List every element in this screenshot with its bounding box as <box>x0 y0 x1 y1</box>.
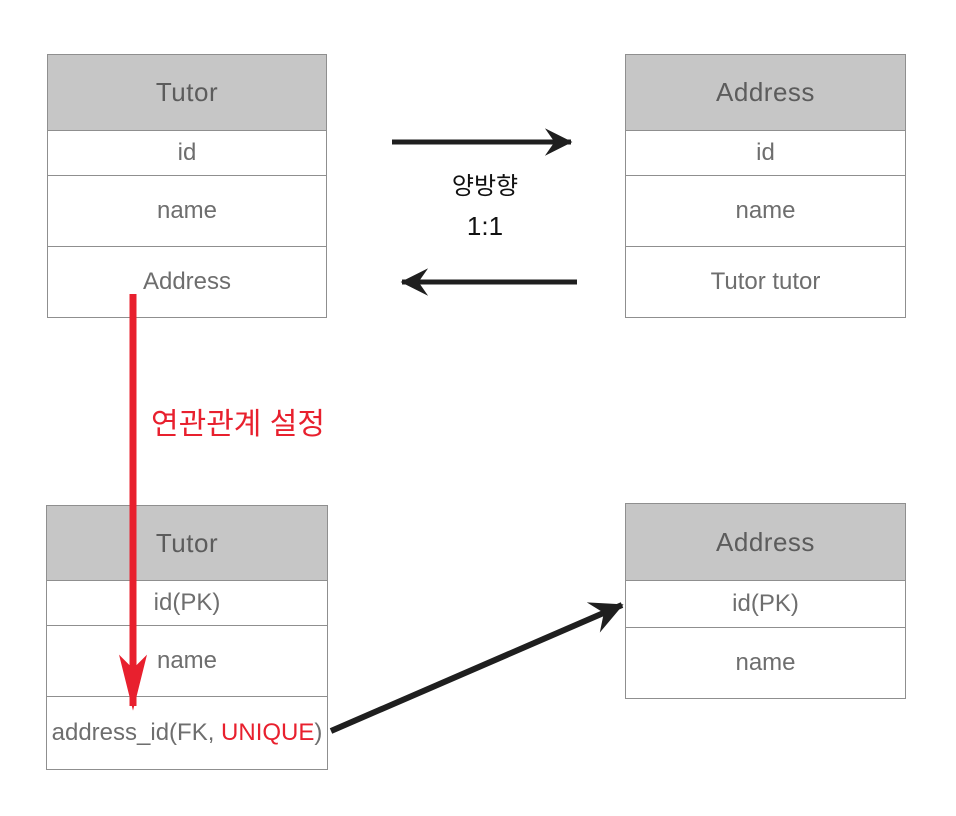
fk-suffix: ) <box>314 719 323 746</box>
entity-table-address-before: Address id name Tutor tutor <box>625 54 906 318</box>
table-row-id-pk: id(PK) <box>626 580 905 627</box>
column-label: name <box>735 197 796 224</box>
table-title-address-before: Address <box>626 55 905 130</box>
cardinality-label: 1:1 <box>466 211 504 241</box>
entity-table-address-after: Address id(PK) name <box>625 503 906 699</box>
entity-table-tutor-before: Tutor id name Address <box>47 54 327 318</box>
column-label: Address <box>142 268 232 295</box>
column-label: Tutor tutor <box>710 268 821 295</box>
column-label: name <box>735 649 796 676</box>
table-row-name: name <box>48 175 326 246</box>
table-row-id: id <box>48 130 326 175</box>
entity-table-tutor-after: Tutor id(PK) name address_id(FK, UNIQUE) <box>46 505 328 770</box>
table-title-address-after: Address <box>626 504 905 580</box>
table-title: Address <box>716 526 815 557</box>
column-label: id <box>756 139 775 166</box>
table-row-name: name <box>47 625 327 696</box>
column-label: id <box>177 139 197 166</box>
table-title-tutor-after: Tutor <box>47 506 327 580</box>
table-title: Tutor <box>155 527 219 558</box>
bidirectional-label: 양방향 <box>451 173 519 200</box>
table-title: Tutor <box>155 77 219 107</box>
table-title: Address <box>716 77 815 107</box>
column-label: name <box>156 197 218 224</box>
fk-column-label: address_id(FK, UNIQUE) <box>52 719 323 747</box>
column-label: id(PK) <box>732 590 799 617</box>
table-row-name: name <box>626 175 905 246</box>
fk-reference-arrow <box>329 602 624 734</box>
association-annotation: 연관관계 설정 <box>151 408 325 441</box>
fk-prefix: address_id(FK, <box>51 719 222 746</box>
table-row-id-pk: id(PK) <box>47 580 327 625</box>
table-row-tutor-field: Tutor tutor <box>626 246 905 317</box>
table-row-id: id <box>626 130 905 175</box>
table-title-tutor-before: Tutor <box>48 55 326 130</box>
table-row-address-id-fk: address_id(FK, UNIQUE) <box>47 696 327 769</box>
unique-constraint-highlight: UNIQUE <box>221 719 315 746</box>
table-row-address-field: Address <box>48 246 326 317</box>
column-label: name <box>156 647 218 674</box>
column-label: id(PK) <box>153 589 221 616</box>
table-row-name: name <box>626 627 905 698</box>
